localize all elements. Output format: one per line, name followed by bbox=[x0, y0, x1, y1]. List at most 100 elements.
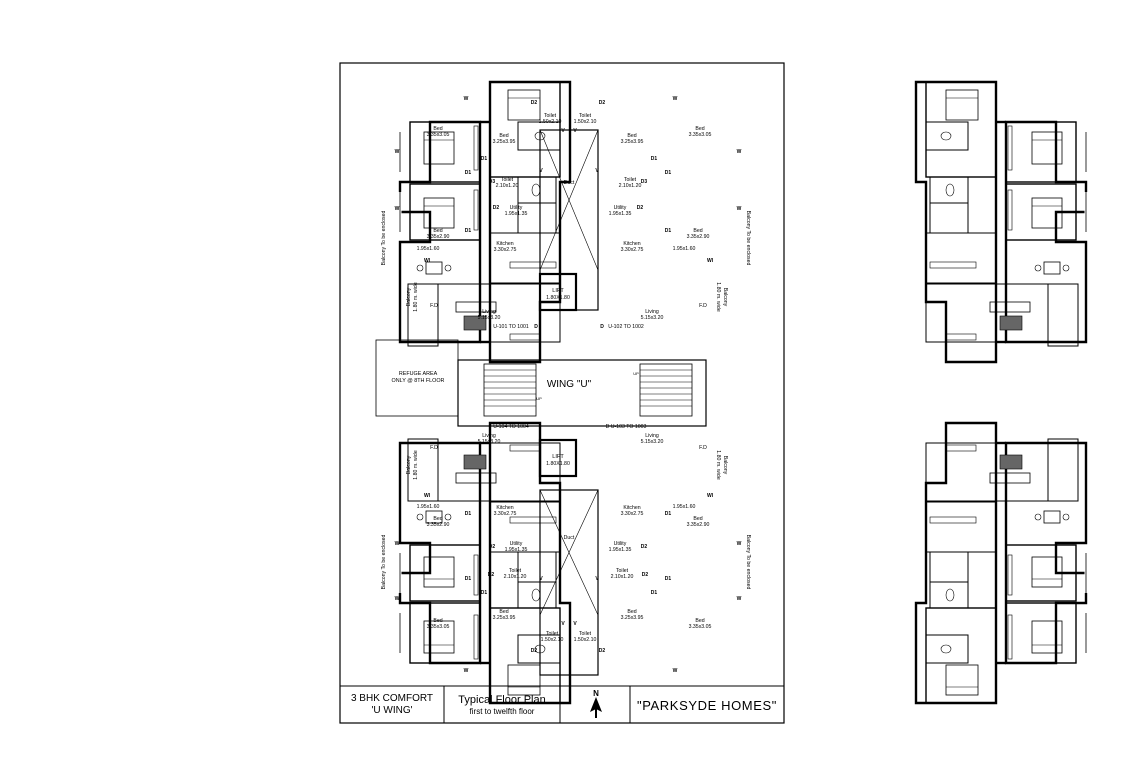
utility-size: 1.95x1.35 bbox=[505, 547, 528, 553]
bed-label: Bed bbox=[433, 516, 442, 522]
bed-size: 3.35x3.05 bbox=[689, 624, 712, 630]
door-tag: D1 bbox=[465, 170, 472, 176]
window-tag: W bbox=[737, 541, 742, 547]
refuge-label: REFUGE AREA bbox=[399, 371, 438, 377]
window-tag: W bbox=[673, 96, 678, 102]
bed-label: Bed bbox=[693, 228, 702, 234]
living-label: Living bbox=[645, 433, 659, 439]
vent-tag: V bbox=[595, 576, 599, 582]
bed-label: Bed bbox=[433, 618, 442, 624]
refuge-label: ONLY @ 8TH FLOOR bbox=[392, 378, 445, 384]
door-tag: D1 bbox=[481, 156, 488, 162]
unit-label-103: D U-103 TO 1003 bbox=[606, 424, 647, 430]
window-tag: W bbox=[737, 206, 742, 212]
bed-label: Bed bbox=[693, 516, 702, 522]
toilet-label: Toilet bbox=[544, 113, 557, 119]
door-tag: D1 bbox=[665, 228, 672, 234]
lift-label: LIFT bbox=[552, 288, 564, 294]
window-tag: WI bbox=[707, 258, 714, 264]
bed-label: Bed bbox=[695, 618, 704, 624]
pass-size: 1.95x1.60 bbox=[417, 504, 440, 510]
bed-size: 3.35x2.90 bbox=[687, 522, 710, 528]
floor-range: first to twelfth floor bbox=[469, 706, 535, 716]
unit-103-walls bbox=[914, 421, 1088, 705]
window-tag: W bbox=[737, 149, 742, 155]
living-label: Living bbox=[482, 433, 496, 439]
door-tag: D2 bbox=[642, 572, 649, 578]
kitchen-label: Kitchen bbox=[623, 241, 640, 247]
toilet-label: Toilet bbox=[579, 631, 592, 637]
bed-size: 3.25x3.95 bbox=[493, 139, 516, 145]
kitchen-size: 3.30x2.75 bbox=[621, 511, 644, 517]
title-block-title: Typical Floor Plan first to twelfth floo… bbox=[446, 688, 558, 722]
north-label: N bbox=[593, 689, 599, 698]
utility-label: Utility bbox=[614, 541, 627, 547]
balcony-label: Balcony bbox=[406, 455, 412, 474]
kitchen-size: 3.30x2.75 bbox=[494, 247, 517, 253]
door-tag: D2 bbox=[531, 648, 538, 654]
sheet-border bbox=[339, 62, 785, 724]
toilet-label: Toilet bbox=[579, 113, 592, 119]
lift-size: 1.80X1.80 bbox=[546, 461, 570, 467]
door-tag: D2 bbox=[489, 544, 496, 550]
door-tag: D1 bbox=[651, 156, 658, 162]
living-size: 5.15x3.20 bbox=[641, 439, 664, 445]
unit-label-104: U-104 TO 1004 bbox=[493, 424, 529, 430]
door-tag: D1 bbox=[465, 228, 472, 234]
living-label: Living bbox=[482, 309, 496, 315]
window-tag: W bbox=[464, 96, 469, 102]
bed-size: 3.25x3.95 bbox=[621, 615, 644, 621]
utility-label: Utility bbox=[510, 541, 523, 547]
window-tag: W bbox=[395, 149, 400, 155]
balcony-note: Balcony To be enclosed bbox=[381, 211, 387, 266]
kitchen-size: 3.30x2.75 bbox=[494, 511, 517, 517]
utility-size: 1.95x1.35 bbox=[609, 547, 632, 553]
title-block-plan-type: 3 BHK COMFORT 'U WING' bbox=[342, 688, 442, 722]
toilet-size: 1.50x2.10 bbox=[539, 119, 562, 125]
utility-size: 1.95x1.35 bbox=[505, 211, 528, 217]
door-tag: D2 bbox=[641, 544, 648, 550]
core-block bbox=[375, 129, 707, 676]
bed-size: 3.35x2.90 bbox=[687, 234, 710, 240]
door-tag: D3 bbox=[641, 179, 648, 185]
toilet-size: 2.10x1.20 bbox=[619, 183, 642, 189]
bed-label: Bed bbox=[499, 609, 508, 615]
toilet-label: Toilet bbox=[501, 177, 514, 183]
kitchen-label: Kitchen bbox=[623, 505, 640, 511]
vent-tag: V bbox=[573, 621, 577, 627]
unit-label-101: U-101 TO 1001 bbox=[493, 324, 529, 330]
pass-size: 1.95x1.60 bbox=[417, 246, 440, 252]
living-label: Living bbox=[645, 309, 659, 315]
pass-size: 1.95x1.60 bbox=[673, 504, 696, 510]
door-tag: D2 bbox=[599, 100, 606, 106]
bed-label: Bed bbox=[627, 133, 636, 139]
bed-label: Bed bbox=[627, 609, 636, 615]
unit-label-102: U-102 TO 1002 bbox=[608, 324, 644, 330]
living-size: 5.15x3.20 bbox=[478, 439, 501, 445]
window-tag: W bbox=[673, 668, 678, 674]
duct-label: Duct bbox=[564, 180, 575, 186]
lift-label: LIFT bbox=[552, 454, 564, 460]
window-tag: WI bbox=[424, 258, 431, 264]
balcony-label: Balcony bbox=[722, 456, 728, 475]
door-tag: D2 bbox=[637, 205, 644, 211]
vent-tag: V bbox=[595, 168, 599, 174]
door-tag: D1 bbox=[665, 576, 672, 582]
window-tag: W bbox=[464, 668, 469, 674]
north-arrow-icon bbox=[590, 697, 602, 718]
toilet-label: Toilet bbox=[616, 568, 629, 574]
balcony-width: 1.80 m. wide bbox=[715, 450, 721, 480]
vent-tag: V bbox=[539, 576, 543, 582]
door-tag: D1 bbox=[651, 590, 658, 596]
toilet-size: 1.50x2.10 bbox=[541, 637, 564, 643]
pass-size: 1.95x1.60 bbox=[673, 246, 696, 252]
bed-size: 3.25x3.95 bbox=[493, 615, 516, 621]
window-tag: W bbox=[395, 541, 400, 547]
window-tag: W bbox=[737, 596, 742, 602]
toilet-size: 1.50x2.10 bbox=[574, 637, 597, 643]
bed-size: 3.35x3.05 bbox=[689, 132, 712, 138]
toilet-size: 2.10x1.20 bbox=[611, 574, 634, 580]
fd-label: F.D bbox=[430, 445, 438, 451]
balcony-note: Balcony To be enclosed bbox=[745, 535, 751, 590]
